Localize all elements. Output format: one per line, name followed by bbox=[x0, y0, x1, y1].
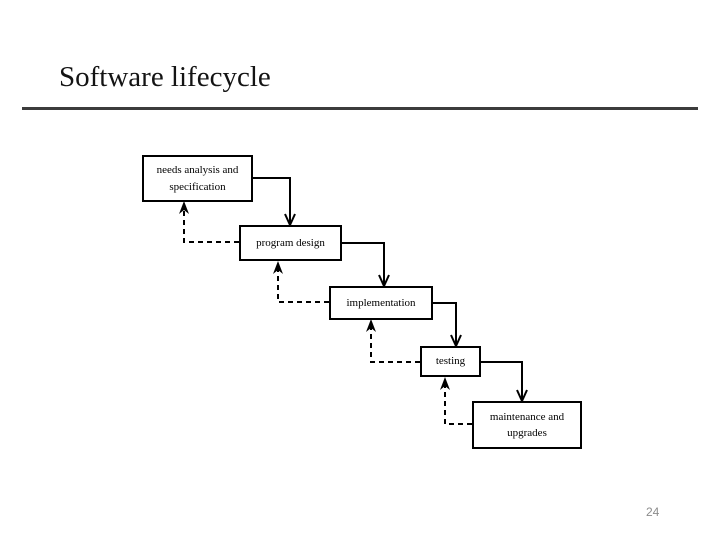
solid-arrow-implementation-to-testing bbox=[433, 302, 457, 345]
solid-arrow-testing-to-maintenance bbox=[481, 361, 523, 400]
dashed-arrow-maintenance-to-testing bbox=[444, 385, 472, 425]
flow-box-program-design: program design bbox=[239, 225, 342, 261]
up-arrowhead-icon bbox=[366, 319, 376, 332]
flow-box-label: maintenance and upgrades bbox=[489, 410, 565, 440]
flow-box-label: testing bbox=[435, 355, 466, 368]
flow-box-label: program design bbox=[256, 236, 325, 249]
up-arrowhead-icon bbox=[179, 201, 189, 214]
dashed-arrow-implementation-to-design bbox=[277, 269, 329, 303]
flow-box-testing: testing bbox=[420, 346, 481, 377]
up-arrowhead-icon bbox=[273, 261, 283, 274]
page-number: 24 bbox=[646, 505, 660, 519]
solid-arrow-needs-to-design bbox=[253, 177, 291, 224]
page-title: Software lifecycle bbox=[59, 61, 271, 93]
up-arrowhead-icon bbox=[440, 377, 450, 390]
flow-box-label: implementation bbox=[346, 296, 416, 309]
flow-box-needs-analysis: needs analysis and specification bbox=[142, 155, 253, 202]
flow-box-label: needs analysis and specification bbox=[156, 164, 239, 193]
dashed-arrow-design-to-needs bbox=[183, 209, 239, 243]
solid-arrow-design-to-implementation bbox=[342, 242, 385, 285]
flow-box-maintenance: maintenance and upgrades bbox=[472, 401, 582, 449]
dashed-arrow-testing-to-implementation bbox=[370, 327, 420, 363]
title-underline-rule bbox=[22, 107, 698, 110]
flow-box-implementation: implementation bbox=[329, 286, 433, 320]
